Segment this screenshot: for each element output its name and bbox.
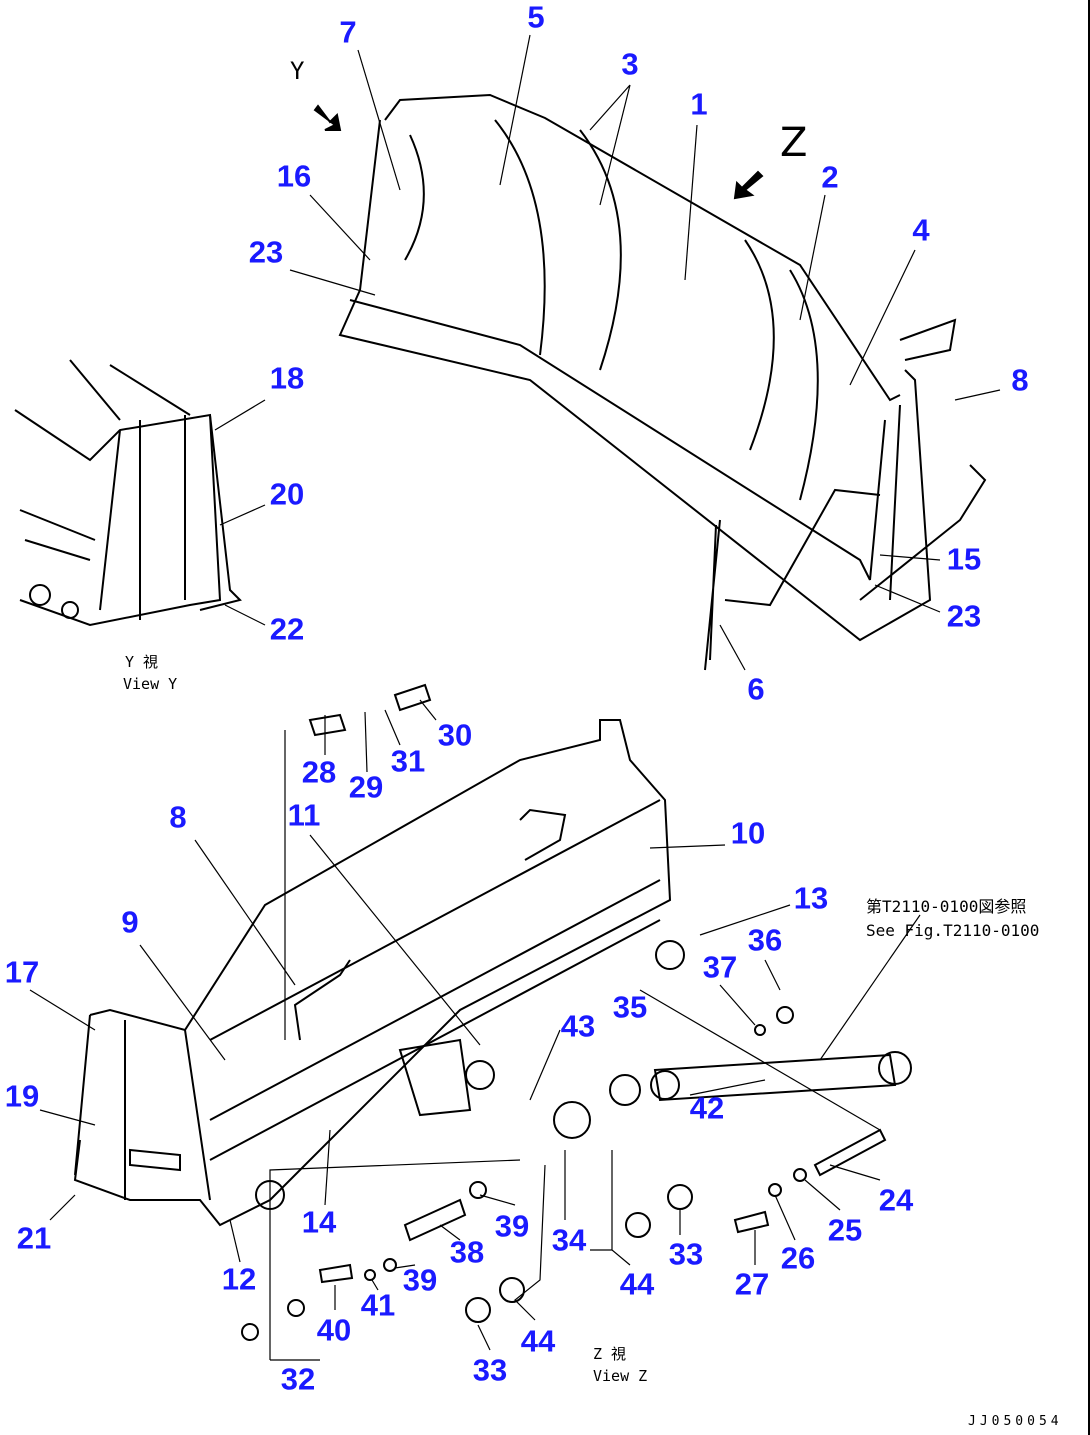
callout-24: 24	[878, 1182, 914, 1218]
callout-41: 41	[360, 1287, 396, 1323]
callout-31: 31	[390, 743, 426, 779]
callout-42: 42	[689, 1090, 725, 1126]
callout-25: 25	[827, 1212, 863, 1248]
callout-32: 32	[280, 1361, 316, 1397]
callout-16: 16	[276, 158, 312, 194]
view-y-label-en: View Y	[123, 675, 178, 693]
callout-28: 28	[301, 754, 337, 790]
view-y-arrow	[313, 104, 342, 131]
view-z-marker: Z	[780, 120, 808, 166]
view-z-label-en: View Z	[593, 1367, 648, 1385]
callout-40: 40	[316, 1312, 352, 1348]
callout-11: 11	[287, 797, 321, 833]
callout-30: 30	[437, 717, 473, 753]
callout-36: 36	[747, 922, 783, 958]
callout-10: 10	[730, 815, 766, 851]
callout-37: 37	[702, 949, 738, 985]
callout-44: 44	[619, 1266, 655, 1302]
callout-35: 35	[612, 989, 648, 1025]
callout-5: 5	[527, 0, 545, 35]
loose-parts	[241, 683, 912, 1341]
callout-27: 27	[734, 1266, 770, 1302]
callout-14: 14	[301, 1204, 337, 1240]
view-y-drawing	[14, 359, 242, 627]
callout-39: 39	[402, 1262, 438, 1298]
callout-23: 23	[946, 598, 982, 634]
callout-18: 18	[269, 360, 305, 396]
callout-17: 17	[4, 954, 40, 990]
callout-29: 29	[348, 769, 384, 805]
callout-4: 4	[912, 212, 930, 248]
callout-15: 15	[946, 541, 982, 577]
reference-note-en: See Fig.T2110-0100	[866, 921, 1040, 940]
callout-44: 44	[520, 1323, 556, 1359]
callout-39: 39	[494, 1208, 530, 1244]
callout-8: 8	[169, 799, 187, 835]
callout-19: 19	[4, 1078, 40, 1114]
callout-2: 2	[821, 159, 839, 195]
leader-lines	[29, 34, 1001, 1361]
callout-8: 8	[1011, 362, 1029, 398]
callout-1: 1	[690, 86, 708, 122]
callout-6: 6	[747, 671, 765, 707]
view-z-arrow	[733, 170, 764, 200]
callout-38: 38	[449, 1234, 485, 1270]
callout-9: 9	[121, 904, 139, 940]
view-y-marker: Y	[290, 57, 305, 85]
callout-43: 43	[560, 1008, 596, 1044]
reference-note-jp: 第T2110-0100図参照	[866, 897, 1027, 916]
callout-34: 34	[551, 1222, 587, 1258]
callout-33: 33	[668, 1236, 704, 1272]
callout-3: 3	[621, 46, 639, 82]
drawing-code: JJ050054	[968, 1414, 1063, 1429]
callout-13: 13	[793, 880, 829, 916]
callout-22: 22	[269, 611, 305, 647]
callout-33: 33	[472, 1352, 508, 1388]
callout-7: 7	[339, 14, 357, 50]
callout-26: 26	[780, 1240, 816, 1276]
view-z-label-jp: Z 視	[593, 1345, 627, 1363]
callout-23: 23	[248, 234, 284, 270]
callout-20: 20	[269, 476, 305, 512]
view-y-label-jp: Y 視	[125, 653, 159, 671]
callout-12: 12	[221, 1261, 257, 1297]
callout-21: 21	[16, 1220, 52, 1256]
frame-assembly-bottom	[73, 719, 685, 1227]
blade-assembly-top	[338, 93, 987, 671]
